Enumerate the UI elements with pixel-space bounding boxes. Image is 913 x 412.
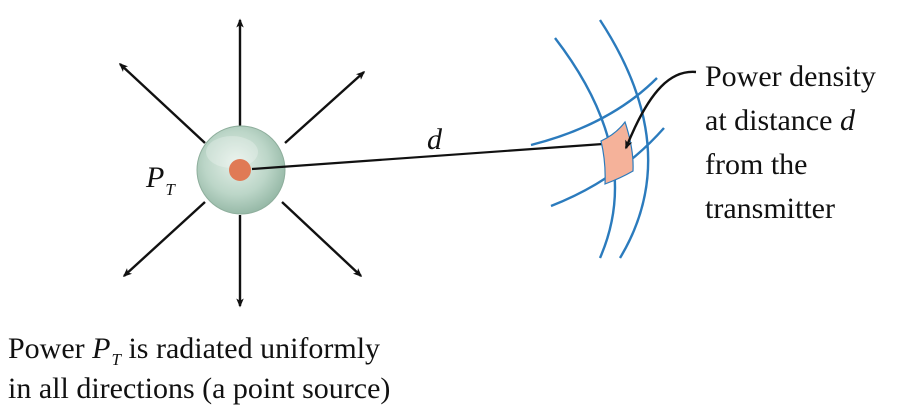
arrow-up-right (284, 70, 366, 144)
caption: Power PT is radiated uniformly in all di… (8, 332, 390, 405)
wavefront-cross-upper (530, 77, 658, 147)
density-line-4: transmitter (705, 192, 835, 225)
density-line-2: at distance d (705, 104, 856, 137)
power-density-label: Power density at distance d from the tra… (705, 60, 876, 225)
distance-line (251, 142, 604, 171)
wavefronts (530, 19, 665, 259)
arrow-down-right (281, 201, 363, 278)
density-line-3: from the (705, 148, 807, 181)
arrow-down-left (122, 201, 206, 278)
radiation-arrows (118, 18, 366, 308)
caption-line-2: in all directions (a point source) (8, 372, 390, 405)
source-sphere-highlight (206, 136, 258, 168)
density-pointer-arrow (624, 70, 697, 150)
arrow-up-left (118, 62, 206, 144)
source-label: PT (145, 161, 176, 199)
distance-label: d (427, 123, 443, 156)
point-source (196, 125, 286, 215)
caption-line-1: Power PT is radiated uniformly (8, 332, 380, 369)
density-line-1: Power density (705, 60, 876, 93)
source-core (229, 159, 251, 181)
power-density-patch (600, 120, 634, 185)
